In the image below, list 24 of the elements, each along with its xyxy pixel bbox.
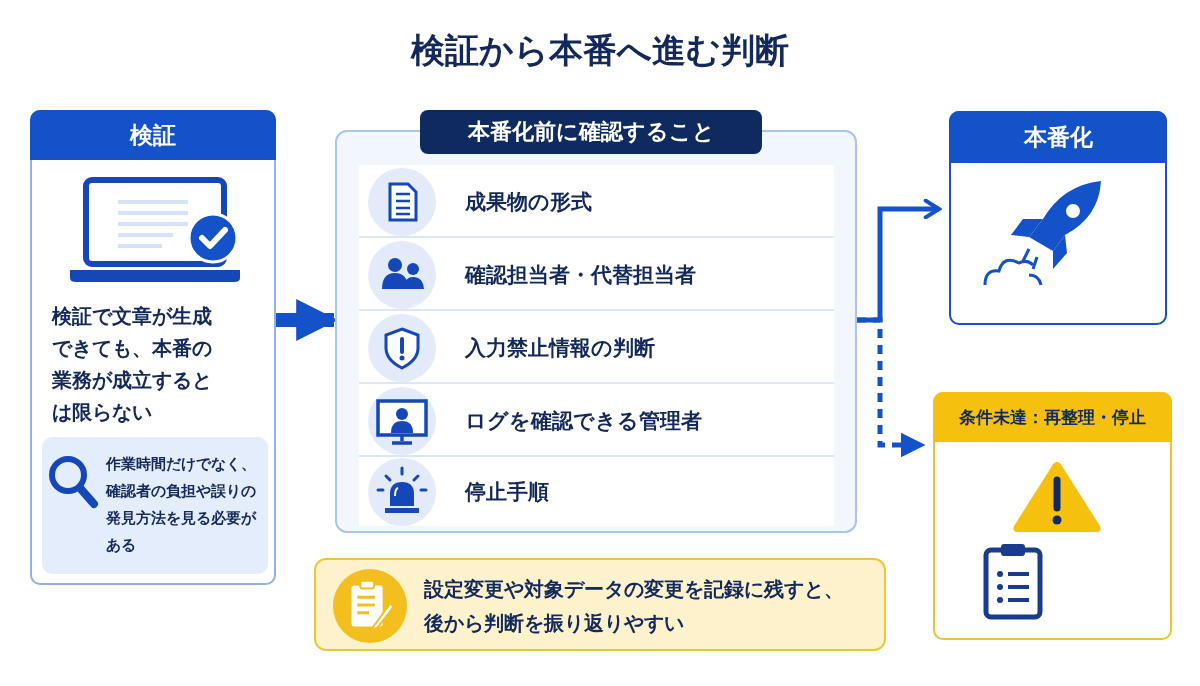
item-text: 停止手順 <box>465 478 549 506</box>
item-text: 成果物の形式 <box>465 188 592 216</box>
description-text: 検証で文章が生成できても、本番の業務が成立するとは限らない <box>52 303 213 426</box>
panel-heading: 条件未達：再整理・停止 <box>933 392 1172 442</box>
checklist-row <box>359 384 834 457</box>
item-text: 入力禁止情報の判断 <box>465 334 655 362</box>
note-box <box>42 437 268 574</box>
checklist-row <box>359 165 834 238</box>
panel-heading: 本番化 <box>949 111 1167 163</box>
dashed-arrow <box>857 317 926 458</box>
diagram-title: 検証から本番へ進む判断 <box>409 29 790 72</box>
panel-card <box>949 111 1167 325</box>
group-tab: 本番化前に確認すること <box>420 110 762 154</box>
item-text: 確認担当者・代替担当者 <box>465 261 696 289</box>
note-text: 作業時間だけでなく、確認者の負担や誤りの発見方法を見る必要がある <box>106 454 258 556</box>
panel-card <box>30 110 276 585</box>
panel-card <box>933 392 1172 640</box>
tip-box <box>314 558 886 651</box>
checklist-row <box>359 238 834 311</box>
item-text: ログを確認できる管理者 <box>465 407 702 435</box>
checklist-row <box>359 311 834 384</box>
checklist-row <box>359 457 834 526</box>
note-text: 設定変更や対象データの変更を記録に残すと、後から判断を振り返りやすい <box>424 576 845 637</box>
panel-heading: 検証 <box>30 110 276 160</box>
